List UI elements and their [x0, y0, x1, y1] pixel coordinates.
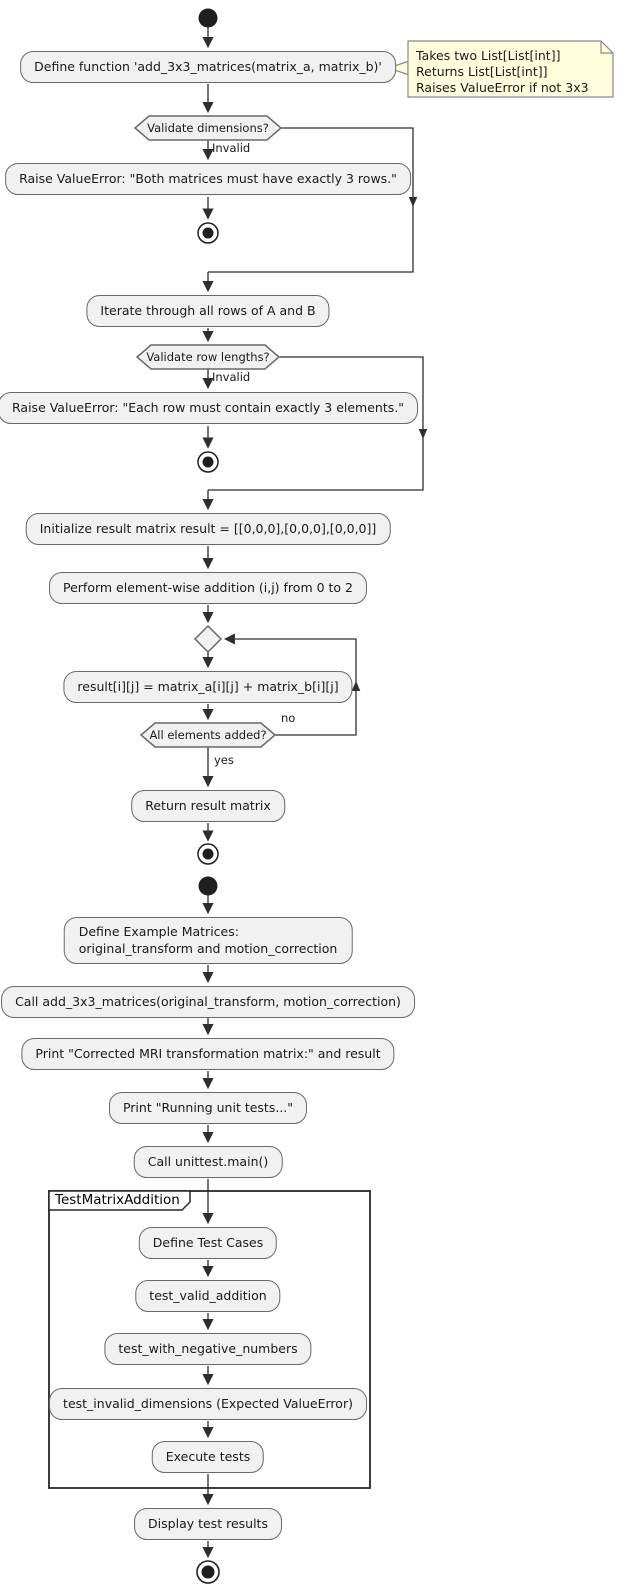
activity-define-example-matrices-line1: Define Example Matrices: — [78, 924, 239, 939]
activity-print-corrected: Print "Corrected MRI transformation matr… — [21, 1038, 395, 1070]
decision-all-elements-added-label: All elements added? — [149, 728, 267, 742]
decision-validate-dimensions-label: Validate dimensions? — [147, 121, 269, 135]
arrowhead-bypass1-down — [408, 197, 418, 207]
partition-title: TestMatrixAddition — [55, 1192, 180, 1208]
activity-test-with-negative-numbers: test_with_negative_numbers — [104, 1333, 312, 1365]
activity-return-result: Return result matrix — [131, 790, 285, 822]
end-node-raise-elements — [197, 451, 219, 473]
activity-elementwise-addition: Perform element-wise addition (i,j) from… — [49, 572, 367, 604]
activity-test-invalid-dimensions: test_invalid_dimensions (Expected ValueE… — [49, 1388, 367, 1420]
end-node-final — [196, 1560, 220, 1584]
edge-label-no: no — [281, 711, 296, 725]
start-node-main — [198, 8, 218, 28]
edge-label-invalid-2: Invalid — [212, 370, 251, 384]
activity-iterate-rows: Iterate through all rows of A and B — [86, 295, 330, 327]
activity-display-test-results: Display test results — [134, 1508, 282, 1540]
activity-define-test-cases: Define Test Cases — [138, 1227, 278, 1259]
activity-execute-tests: Execute tests — [151, 1441, 265, 1473]
activity-define-example-matrices-line2: original_transform and motion_correction — [78, 940, 338, 956]
decision-validate-row-lengths-label: Validate row lengths? — [146, 350, 270, 364]
activity-define-function: Define function 'add_3x3_matrices(matrix… — [20, 51, 396, 83]
arrowhead-loop-up — [351, 681, 361, 691]
activity-call-unittest-main: Call unittest.main() — [133, 1146, 283, 1178]
edge-label-invalid-1: Invalid — [212, 141, 251, 155]
activity-raise-rows-error: Raise ValueError: "Both matrices must ha… — [5, 163, 411, 195]
activity-assign-sum: result[i][j] = matrix_a[i][j] + matrix_b… — [63, 671, 353, 703]
merge-diamond — [193, 624, 223, 654]
end-node-raise-rows — [197, 222, 219, 244]
activity-define-example-matrices: Define Example Matrices: original_transf… — [63, 917, 353, 964]
end-node-return — [197, 843, 219, 865]
start-node-tests — [198, 876, 218, 896]
edge-label-yes: yes — [214, 753, 234, 767]
note-line-3: Raises ValueError if not 3x3 — [416, 80, 589, 95]
activity-print-running-tests: Print "Running unit tests..." — [108, 1092, 308, 1124]
note-line-2: Returns List[List[int]] — [416, 64, 548, 79]
activity-test-valid-addition: test_valid_addition — [135, 1280, 281, 1312]
activity-raise-elements-error: Raise ValueError: "Each row must contain… — [0, 392, 418, 424]
arrowhead-bypass2-down — [418, 429, 428, 439]
activity-initialize-result: Initialize result matrix result = [[0,0,… — [25, 513, 391, 545]
activity-call-add-matrices: Call add_3x3_matrices(original_transform… — [1, 986, 415, 1018]
note-function-contract: Takes two List[List[int]] Returns List[L… — [416, 48, 589, 96]
note-line-1: Takes two List[List[int]] — [416, 48, 561, 63]
